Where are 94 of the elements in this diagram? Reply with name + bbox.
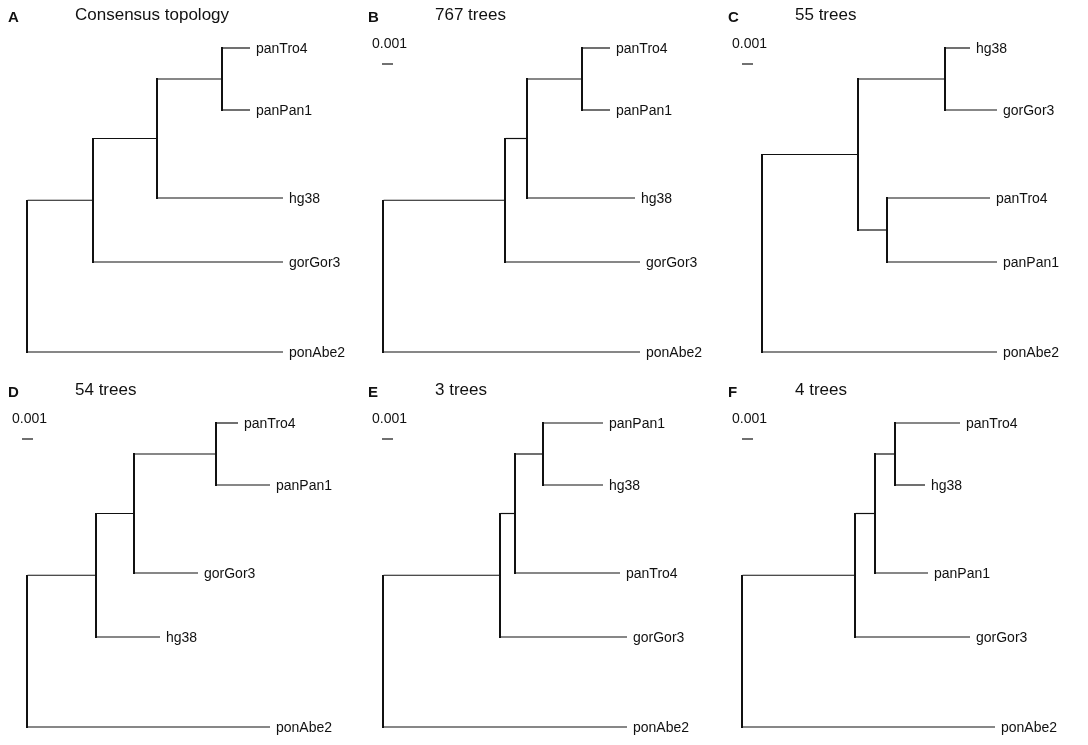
tree-branch	[383, 574, 501, 576]
tree-branch	[762, 153, 859, 156]
tree-branch	[383, 351, 641, 353]
scale-label: 0.001	[12, 410, 48, 426]
tree-branch	[216, 422, 239, 424]
taxon-label: ponAbe2	[270, 719, 333, 735]
taxon-label: hg38	[283, 190, 321, 206]
tree-branch	[222, 47, 251, 49]
tree-branch	[96, 512, 135, 515]
tree-branch	[855, 636, 971, 638]
tree-branch	[134, 453, 217, 455]
tree-branch	[582, 109, 611, 111]
taxon-label: panTro4	[250, 40, 308, 56]
scale-label: 0.001	[732, 35, 768, 51]
tree-branch	[134, 572, 199, 574]
taxon-label: panPan1	[928, 565, 991, 581]
taxon-label: panTro4	[610, 40, 668, 56]
taxon-label: panTro4	[990, 190, 1048, 206]
tree-branch	[945, 109, 998, 111]
panel-letter: E	[368, 383, 378, 400]
taxon-label: ponAbe2	[283, 344, 346, 360]
panel-title: 55 trees	[795, 5, 857, 25]
tree-branch	[875, 572, 929, 574]
tree-branch	[383, 726, 628, 728]
panel-letter: C	[728, 8, 739, 25]
tree-branch	[543, 422, 604, 424]
tree-branch	[527, 197, 636, 199]
tree-branch	[500, 636, 628, 638]
tree-branch	[157, 78, 223, 80]
taxon-label: hg38	[635, 190, 673, 206]
taxon-label: gorGor3	[640, 254, 698, 270]
taxon-label: hg38	[970, 40, 1008, 56]
tree-branch	[27, 351, 284, 353]
tree-branch	[875, 453, 896, 455]
scale-label: 0.001	[372, 410, 408, 426]
tree-branch	[96, 636, 161, 638]
taxon-label: ponAbe2	[640, 344, 703, 360]
panel-title: 54 trees	[75, 380, 137, 400]
panel-title: 767 trees	[435, 5, 506, 25]
taxon-label: panPan1	[250, 102, 313, 118]
tree-branch	[543, 484, 604, 486]
taxon-label: ponAbe2	[995, 719, 1058, 735]
tree-branch	[945, 47, 971, 49]
tree-branch	[742, 574, 856, 576]
panel-title: 4 trees	[795, 380, 847, 400]
taxon-label: panTro4	[620, 565, 678, 581]
taxon-label: panTro4	[960, 415, 1018, 431]
tree-branch	[27, 574, 97, 576]
taxon-label: gorGor3	[970, 629, 1028, 645]
tree-branch	[762, 351, 998, 353]
tree-branch	[855, 512, 876, 515]
tree-branch	[27, 199, 94, 201]
taxon-label: hg38	[160, 629, 198, 645]
tree-branch	[93, 261, 284, 263]
taxon-label: ponAbe2	[997, 344, 1060, 360]
taxon-label: panPan1	[603, 415, 666, 431]
taxon-label: hg38	[603, 477, 641, 493]
tree-branch	[505, 137, 528, 140]
panel-letter: B	[368, 8, 379, 25]
tree-branch	[895, 422, 961, 424]
tree-branch	[505, 261, 641, 263]
taxon-label: panPan1	[997, 254, 1060, 270]
taxon-label: panPan1	[270, 477, 333, 493]
tree-branch	[527, 78, 583, 80]
taxon-label: ponAbe2	[627, 719, 690, 735]
tree-branch	[582, 47, 611, 49]
tree-branch	[895, 484, 926, 486]
tree-branch	[157, 197, 284, 199]
tree-branch	[515, 453, 544, 455]
tree-branch	[93, 137, 158, 140]
tree-branch	[216, 484, 271, 486]
panel-letter: D	[8, 383, 19, 400]
taxon-label: panPan1	[610, 102, 673, 118]
taxon-label: gorGor3	[283, 254, 341, 270]
taxon-label: gorGor3	[627, 629, 685, 645]
tree-branch	[858, 229, 888, 231]
tree-branch	[742, 726, 996, 728]
panel-letter: F	[728, 383, 738, 400]
tree-branch	[887, 197, 991, 199]
panel-letter: A	[8, 8, 19, 25]
scale-label: 0.001	[732, 410, 768, 426]
scale-label: 0.001	[372, 35, 408, 51]
tree-branch	[515, 572, 621, 574]
tree-branch	[222, 109, 251, 111]
tree-branch	[27, 726, 271, 728]
panel-title: Consensus topology	[75, 5, 230, 25]
tree-branch	[858, 78, 946, 80]
taxon-label: panTro4	[238, 415, 296, 431]
panel-title: 3 trees	[435, 380, 487, 400]
taxon-label: gorGor3	[997, 102, 1055, 118]
tree-branch	[383, 199, 506, 201]
taxon-label: hg38	[925, 477, 963, 493]
taxon-label: gorGor3	[198, 565, 256, 581]
tree-branch	[887, 261, 998, 263]
